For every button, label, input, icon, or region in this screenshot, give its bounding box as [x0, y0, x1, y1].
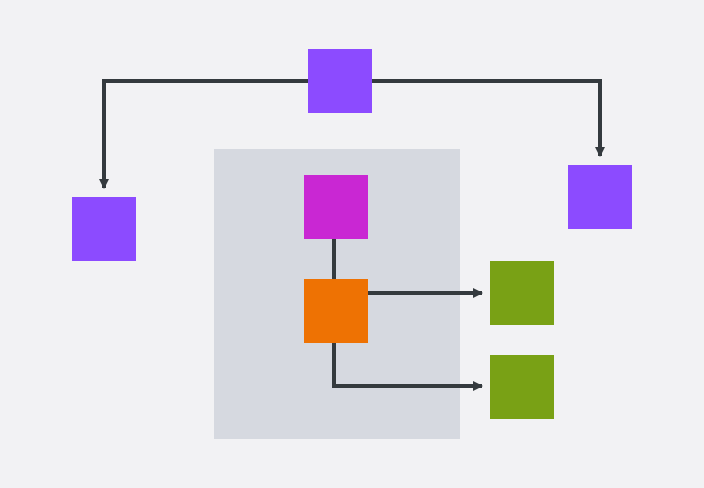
node-top[interactable] [308, 49, 372, 113]
node-left[interactable] [72, 197, 136, 261]
node-right[interactable] [568, 165, 632, 229]
node-green-upper[interactable] [490, 261, 554, 325]
node-center-mid[interactable] [304, 279, 368, 343]
node-center-top[interactable] [304, 175, 368, 239]
connector-top-to-left [99, 79, 308, 189]
connector-top-to-right [372, 79, 605, 157]
connector-center-mid-to-green-lower [332, 343, 483, 391]
node-green-lower[interactable] [490, 355, 554, 419]
